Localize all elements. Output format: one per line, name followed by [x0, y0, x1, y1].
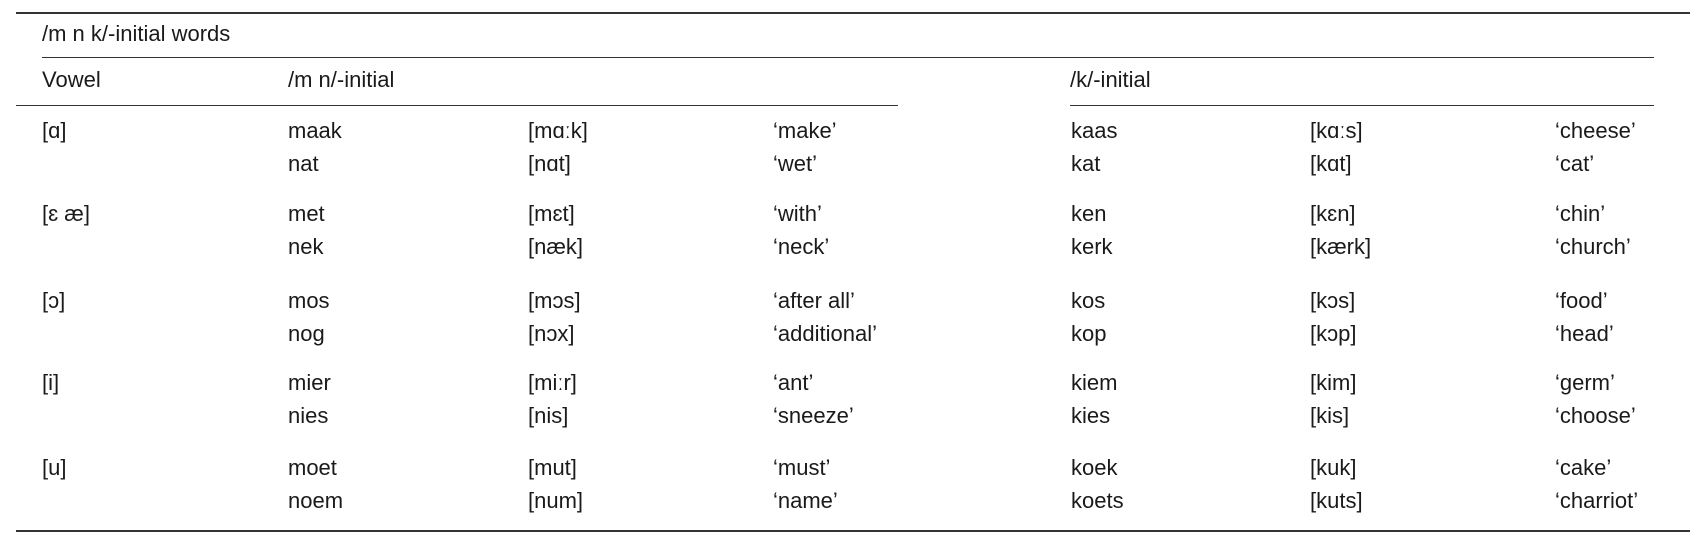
- k-ipa-cell: [kɔs]: [1310, 288, 1356, 313]
- mn-ipa-cell: [mɛt]: [528, 201, 575, 226]
- table-top-rule: [16, 12, 1690, 14]
- mn-ipa-cell: [miːr]: [528, 370, 577, 395]
- vowel-cell: [ɔ]: [42, 288, 66, 313]
- mn-word-cell: maak: [288, 118, 342, 143]
- mn-word-cell: noem: [288, 488, 344, 513]
- header-rule-left: [16, 105, 898, 106]
- k-word-cell: kat: [1071, 151, 1101, 176]
- k-word-cell: kos: [1071, 288, 1106, 313]
- k-gloss-cell: ‘head’: [1555, 321, 1614, 346]
- mn-gloss-cell: ‘sneeze’: [773, 403, 854, 428]
- header-k-initial: /k/-initial: [1070, 67, 1151, 92]
- mn-gloss-cell: ‘make’: [773, 118, 837, 143]
- k-word-cell: kiem: [1071, 370, 1118, 395]
- vowel-cell: [ɑ]: [42, 118, 67, 143]
- k-ipa-cell: [kɛn]: [1310, 201, 1356, 226]
- k-word-cell: kerk: [1071, 234, 1113, 259]
- mn-word-cell: mier: [288, 370, 331, 395]
- k-gloss-cell: ‘cheese’: [1555, 118, 1636, 143]
- k-ipa-cell: [kɑːs]: [1310, 118, 1363, 143]
- mn-gloss-cell: ‘ant’: [773, 370, 814, 395]
- table-caption: /m n k/-initial words: [42, 21, 231, 46]
- k-ipa-cell: [kim]: [1310, 370, 1357, 395]
- mn-word-cell: met: [288, 201, 325, 226]
- k-gloss-cell: ‘charriot’: [1555, 488, 1639, 513]
- mn-word-cell: nog: [288, 321, 325, 346]
- k-gloss-cell: ‘germ’: [1555, 370, 1615, 395]
- k-ipa-cell: [kuts]: [1310, 488, 1363, 513]
- header-mn-initial: /m n/-initial: [288, 67, 395, 92]
- k-gloss-cell: ‘church’: [1555, 234, 1631, 259]
- vowel-cell: [ɛ æ]: [42, 201, 90, 226]
- mn-ipa-cell: [næk]: [528, 234, 584, 259]
- k-ipa-cell: [kuk]: [1310, 455, 1357, 480]
- k-word-cell: koek: [1071, 455, 1118, 480]
- k-word-cell: ken: [1071, 201, 1107, 226]
- k-word-cell: kaas: [1071, 118, 1118, 143]
- k-ipa-cell: [kis]: [1310, 403, 1350, 428]
- mn-ipa-cell: [nɔx]: [528, 321, 575, 346]
- k-gloss-cell: ‘cat’: [1555, 151, 1595, 176]
- mn-word-cell: nies: [288, 403, 329, 428]
- caption-rule: [42, 57, 1654, 58]
- table-bottom-rule: [16, 530, 1690, 532]
- mn-gloss-cell: ‘wet’: [773, 151, 818, 176]
- mn-ipa-cell: [mut]: [528, 455, 577, 480]
- mn-word-cell: moet: [288, 455, 337, 480]
- k-word-cell: kies: [1071, 403, 1111, 428]
- mn-ipa-cell: [mɔs]: [528, 288, 581, 313]
- header-vowel: Vowel: [42, 67, 101, 92]
- header-rule-right: [1070, 105, 1654, 106]
- k-ipa-cell: [kærk]: [1310, 234, 1372, 259]
- mn-gloss-cell: ‘must’: [773, 455, 831, 480]
- k-ipa-cell: [kɑt]: [1310, 151, 1352, 176]
- k-word-cell: kop: [1071, 321, 1107, 346]
- mn-gloss-cell: ‘name’: [773, 488, 838, 513]
- k-gloss-cell: ‘choose’: [1555, 403, 1636, 428]
- mn-word-cell: mos: [288, 288, 330, 313]
- mn-ipa-cell: [nis]: [528, 403, 569, 428]
- mn-word-cell: nat: [288, 151, 319, 176]
- k-ipa-cell: [kɔp]: [1310, 321, 1357, 346]
- mn-ipa-cell: [nɑt]: [528, 151, 571, 176]
- k-word-cell: koets: [1071, 488, 1124, 513]
- vowel-cell: [i]: [42, 370, 60, 395]
- mn-word-cell: nek: [288, 234, 324, 259]
- k-gloss-cell: ‘food’: [1555, 288, 1608, 313]
- mn-gloss-cell: ‘after all’: [773, 288, 855, 313]
- mn-ipa-cell: [mɑːk]: [528, 118, 588, 143]
- k-gloss-cell: ‘cake’: [1555, 455, 1612, 480]
- mn-ipa-cell: [num]: [528, 488, 584, 513]
- vowel-cell: [u]: [42, 455, 67, 480]
- mn-gloss-cell: ‘additional’: [773, 321, 877, 346]
- k-gloss-cell: ‘chin’: [1555, 201, 1606, 226]
- mn-gloss-cell: ‘with’: [773, 201, 822, 226]
- mn-gloss-cell: ‘neck’: [773, 234, 830, 259]
